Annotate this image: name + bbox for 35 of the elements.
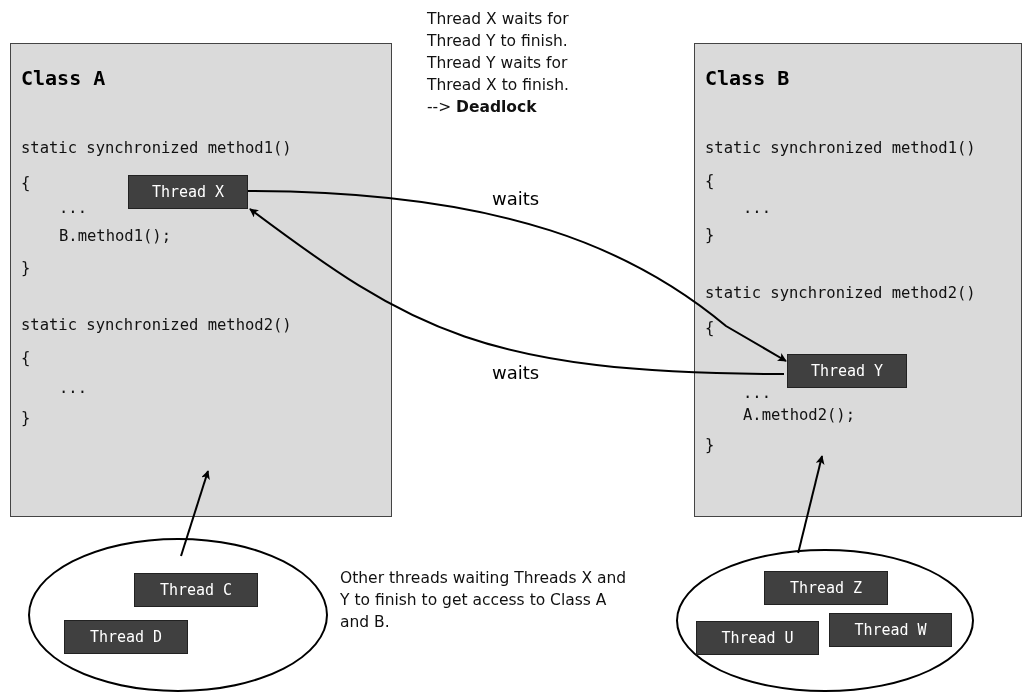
arrow xyxy=(180,470,210,557)
code-line: } xyxy=(705,226,715,244)
code-line: ... xyxy=(59,199,87,217)
code-line: { xyxy=(21,349,31,367)
note-text: Other threads waiting Threads X and Y to finish to get access to Class A and B. xyxy=(340,568,628,633)
thread-label: Thread D xyxy=(64,620,188,654)
thread-label: Thread U xyxy=(696,621,819,655)
class-title: Class A xyxy=(21,66,106,90)
code-line: B.method1(); xyxy=(59,227,171,245)
thread-label: Thread C xyxy=(134,573,258,607)
code-line: { xyxy=(21,174,31,192)
code-line: static synchronized method2() xyxy=(21,316,292,334)
arrow xyxy=(246,190,787,362)
arrow xyxy=(249,208,785,375)
code-line: } xyxy=(705,436,715,454)
code-line: } xyxy=(21,409,31,427)
thread-label: Thread X xyxy=(128,175,248,209)
code-line: static synchronized method1() xyxy=(21,139,292,157)
thread-label: Thread W xyxy=(829,613,952,647)
class-box xyxy=(694,43,1022,517)
code-line: A.method2(); xyxy=(743,406,855,424)
code-line: } xyxy=(21,259,31,277)
code-line: { xyxy=(705,319,715,337)
code-line: ... xyxy=(59,379,87,397)
code-line: ... xyxy=(743,384,771,402)
deadlock-note: Thread X waits for Thread Y to finish. Thread Y waits for Thread X to finish. --> Deadlock xyxy=(427,9,570,118)
code-line: ... xyxy=(743,199,771,217)
arrow xyxy=(797,455,825,554)
code-line: static synchronized method1() xyxy=(705,139,976,157)
thread-label: Thread Y xyxy=(787,354,907,388)
code-line: static synchronized method2() xyxy=(705,284,976,302)
code-line: { xyxy=(705,172,715,190)
class-title: Class B xyxy=(705,66,790,90)
class-box xyxy=(10,43,392,517)
thread-label: Thread Z xyxy=(764,571,888,605)
